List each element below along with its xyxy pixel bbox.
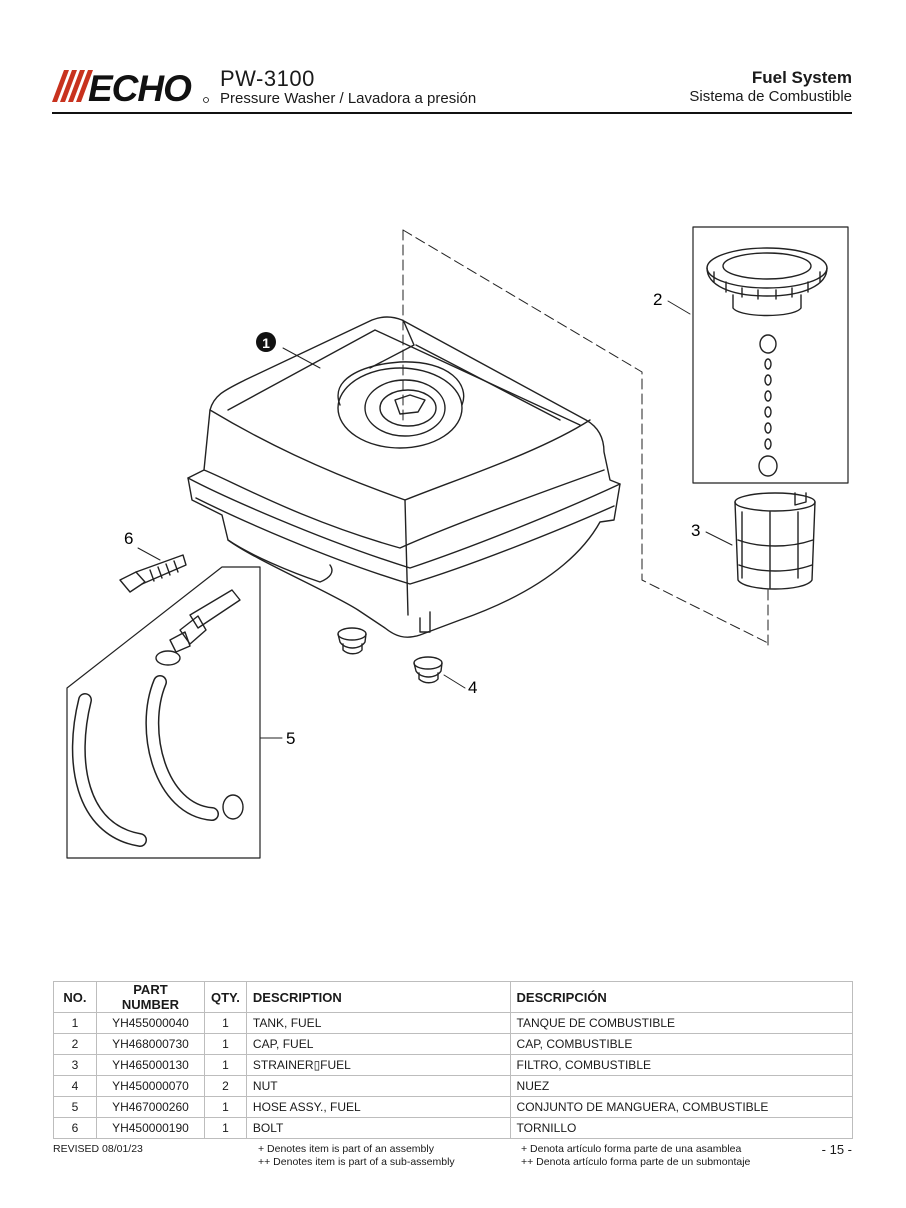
col-header-description: DESCRIPTION xyxy=(245,981,511,1013)
cell-no: 2 xyxy=(53,1033,97,1055)
table-row: 5 YH467000260 1 HOSE ASSY., FUEL CONJUNT… xyxy=(53,1096,854,1118)
page-number: - 15 - xyxy=(821,1142,852,1157)
assembly-guide-line xyxy=(402,229,769,644)
cell-no: 1 xyxy=(53,1012,97,1034)
cell-description: BOLT xyxy=(245,1117,511,1139)
callout-6: 6 xyxy=(124,529,133,548)
assembly-note-en-1: + Denotes item is part of an assembly xyxy=(258,1143,434,1155)
col-header-qty: QTY. xyxy=(203,981,247,1013)
table-row: 1 YH455000040 1 TANK, FUEL TANQUE DE COM… xyxy=(53,1012,854,1034)
cap-chain-drawing xyxy=(758,334,778,477)
hose-detail-box xyxy=(66,566,261,859)
table-row: 4 YH450000070 2 NUT NUEZ xyxy=(53,1075,854,1097)
cell-no: 3 xyxy=(53,1054,97,1076)
bolt-drawing xyxy=(119,554,187,593)
cell-part-number: YH450000070 xyxy=(95,1075,205,1097)
assembly-note-en-2: ++ Denotes item is part of a sub-assembl… xyxy=(258,1156,455,1168)
cell-descripcion: NUEZ xyxy=(509,1075,854,1097)
brand-logo: ECHO xyxy=(52,68,212,109)
cell-description: TANK, FUEL xyxy=(245,1012,511,1034)
cell-no: 5 xyxy=(53,1096,97,1118)
cell-description: HOSE ASSY., FUEL xyxy=(245,1096,511,1118)
parts-table: NO. PART NUMBER QTY. DESCRIPTION DESCRIP… xyxy=(53,981,854,1139)
cell-qty: 1 xyxy=(203,1012,247,1034)
cell-description: CAP, FUEL xyxy=(245,1033,511,1055)
header-rule xyxy=(52,112,852,114)
cell-qty: 1 xyxy=(203,1054,247,1076)
brand-name: ECHO xyxy=(88,70,192,106)
cell-part-number: YH467000260 xyxy=(95,1096,205,1118)
cell-part-number: YH465000130 xyxy=(95,1054,205,1076)
cell-description: NUT xyxy=(245,1075,511,1097)
cell-part-number: YH468000730 xyxy=(95,1033,205,1055)
table-row: 2 YH468000730 1 CAP, FUEL CAP, COMBUSTIB… xyxy=(53,1033,854,1055)
col-header-part-number: PART NUMBER xyxy=(95,981,205,1013)
cell-no: 6 xyxy=(53,1117,97,1139)
cell-part-number: YH450000190 xyxy=(95,1117,205,1139)
cell-part-number: YH455000040 xyxy=(95,1012,205,1034)
col-header-descripcion: DESCRIPCIÓN xyxy=(509,981,854,1013)
cell-qty: 2 xyxy=(203,1075,247,1097)
fuel-cap-drawing xyxy=(706,247,828,317)
cell-no: 4 xyxy=(53,1075,97,1097)
fuel-tank-drawing xyxy=(187,316,621,638)
callout-1-bubble xyxy=(256,332,276,352)
section-subtitle: Sistema de Combustible xyxy=(689,88,852,105)
parts-diagram: 1 2 3 4 5 6 xyxy=(66,226,849,859)
cell-qty: 1 xyxy=(203,1033,247,1055)
callout-3: 3 xyxy=(691,521,700,540)
callout-1: 1 xyxy=(262,335,270,351)
table-row: 6 YH450000190 1 BOLT TORNILLO xyxy=(53,1117,854,1139)
cell-descripcion: CAP, COMBUSTIBLE xyxy=(509,1033,854,1055)
cell-descripcion: CONJUNTO DE MANGUERA, COMBUSTIBLE xyxy=(509,1096,854,1118)
table-header-row: NO. PART NUMBER QTY. DESCRIPTION DESCRIP… xyxy=(53,981,854,1013)
assembly-note-es-2: ++ Denota artículo forma parte de un sub… xyxy=(521,1156,751,1168)
model-name: PW-3100 xyxy=(220,66,315,91)
cell-description: STRAINER▯FUEL xyxy=(245,1054,511,1076)
col-header-no: NO. xyxy=(53,981,97,1013)
callout-2: 2 xyxy=(653,290,662,309)
product-subtitle: Pressure Washer / Lavadora a presión xyxy=(220,90,477,107)
assembly-note-es-1: + Denota artículo forma parte de una asa… xyxy=(521,1143,742,1155)
cell-descripcion: TANQUE DE COMBUSTIBLE xyxy=(509,1012,854,1034)
cell-qty: 1 xyxy=(203,1096,247,1118)
cap-detail-box xyxy=(692,226,849,484)
cell-qty: 1 xyxy=(203,1117,247,1139)
nut-drawing-a xyxy=(337,627,367,655)
revised-date: REVISED 08/01/23 xyxy=(53,1143,143,1155)
callout-5: 5 xyxy=(286,729,295,748)
cell-descripcion: FILTRO, COMBUSTIBLE xyxy=(509,1054,854,1076)
section-title: Fuel System xyxy=(751,68,852,87)
callout-4: 4 xyxy=(468,678,477,697)
nut-drawing-b xyxy=(413,656,443,684)
cell-descripcion: TORNILLO xyxy=(509,1117,854,1139)
table-row: 3 YH465000130 1 STRAINER▯FUEL FILTRO, CO… xyxy=(53,1054,854,1076)
hose-assembly-drawing xyxy=(71,589,244,847)
strainer-drawing xyxy=(734,492,816,590)
